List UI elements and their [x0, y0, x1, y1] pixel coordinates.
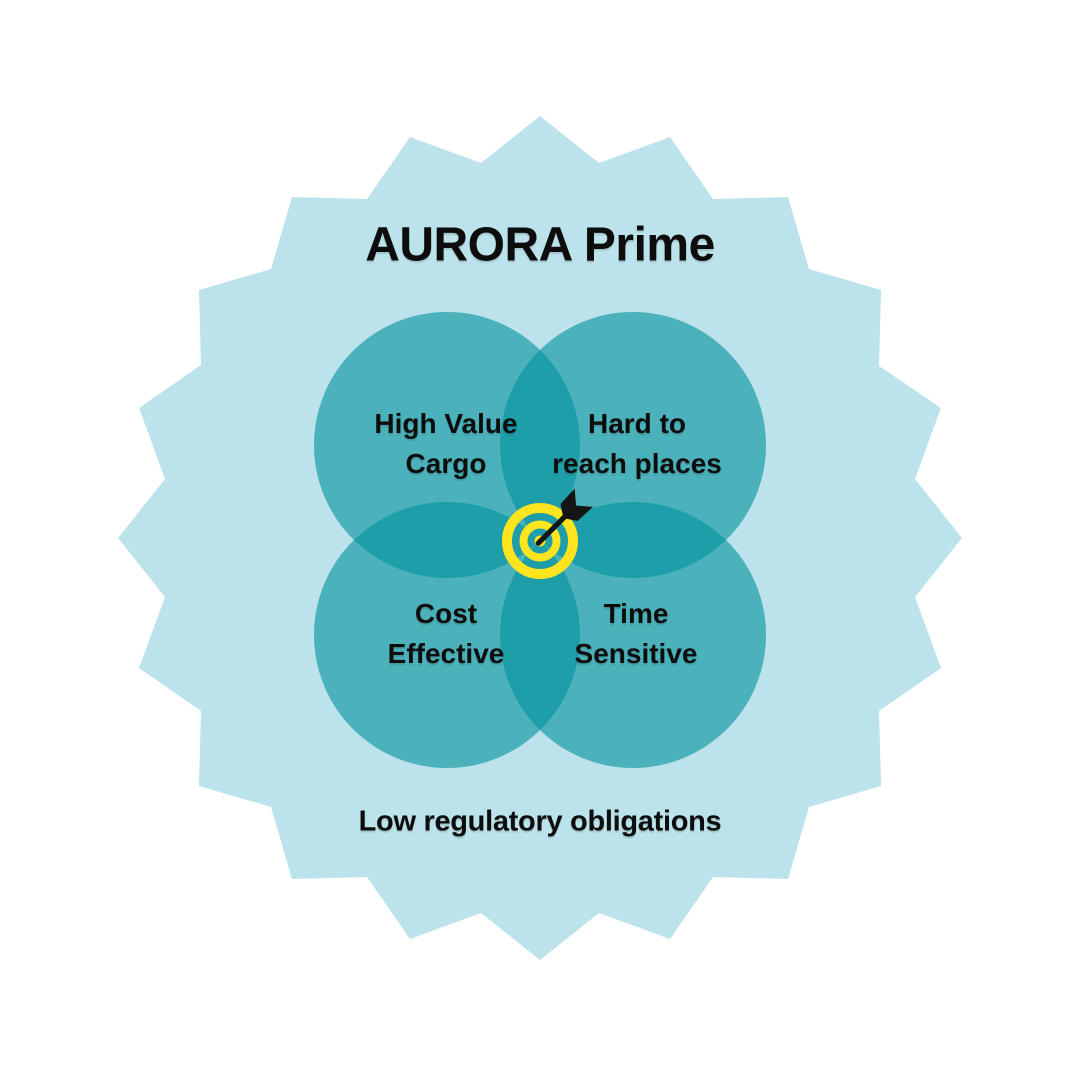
dart-target-icon	[502, 488, 594, 579]
venn-circle-bottom-right	[500, 502, 766, 768]
venn-label-line: Effective	[387, 638, 505, 669]
venn-label-line: Hard to	[587, 408, 686, 439]
page-title: AURORA Prime	[365, 218, 715, 272]
arrow-fletching-icon	[560, 488, 594, 521]
venn-label-line: reach places	[552, 448, 722, 479]
venn-label-line: Sensitive	[574, 638, 698, 669]
venn-label-line: Cost	[414, 598, 478, 629]
venn-label-high-value-cargo: High Value Cargo	[374, 404, 517, 484]
venn-label-line: Time	[603, 598, 669, 629]
venn-label-cost-effective: Cost Effective	[388, 594, 505, 674]
bullseye-outer-ring-icon	[502, 503, 578, 579]
venn-circle-bottom-left	[314, 502, 580, 768]
venn-label-line: High Value	[374, 408, 518, 439]
bottom-note: Low regulatory obligations	[358, 805, 722, 838]
venn-label-line: Cargo	[405, 448, 487, 479]
venn-label-hard-to-reach-places: Hard to reach places	[552, 404, 722, 484]
venn-label-time-sensitive: Time Sensitive	[575, 594, 698, 674]
bullseye-middle-ring-icon	[519, 520, 561, 562]
venn-circle-top-left	[314, 312, 580, 578]
